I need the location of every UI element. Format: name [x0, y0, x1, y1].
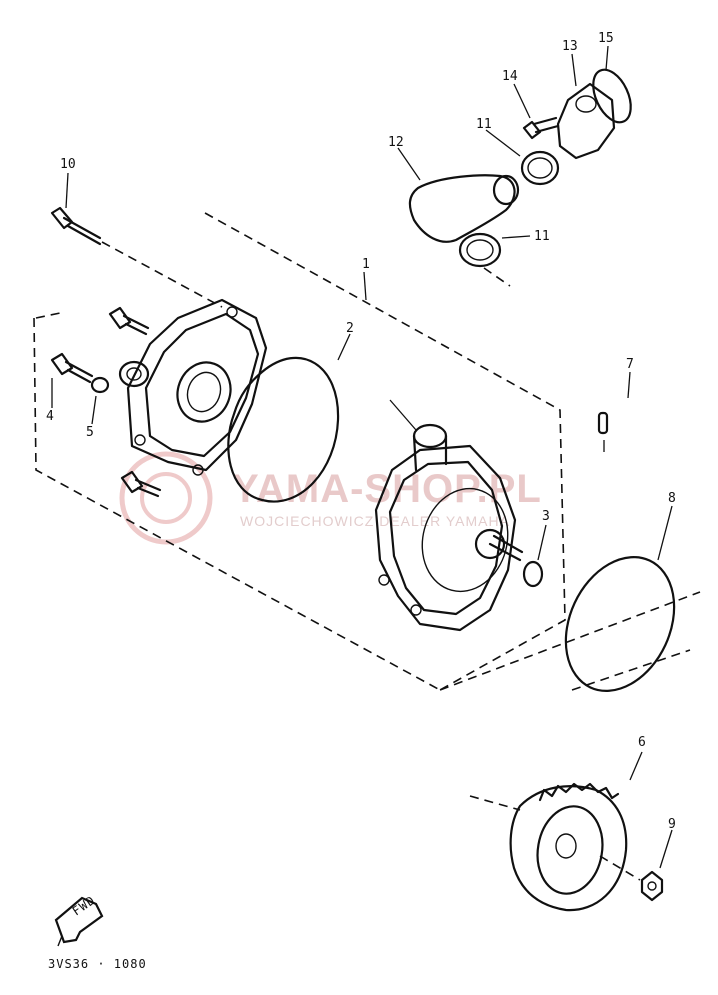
- watermark-logo-inner: [140, 472, 192, 524]
- part-1-pump-cover: [118, 271, 367, 476]
- callout-10: 10: [60, 157, 76, 172]
- callout-labels: 1 2 3 4 5 6 7 8 9 10 11 11 12 13 14 15: [46, 31, 676, 832]
- watermark-main-text: YAMA-SHOP.PL: [232, 467, 542, 511]
- callout-3: 3: [542, 509, 550, 524]
- callout-4: 4: [46, 409, 54, 424]
- part-9-nut: [599, 829, 673, 902]
- callout-1: 1: [362, 257, 370, 272]
- part-2-gasket: [227, 333, 351, 503]
- part-4-bolt: [50, 352, 94, 408]
- part-10-long-bolt: [50, 172, 223, 308]
- callout-8: 8: [668, 491, 676, 506]
- part-12-pipe: [397, 147, 520, 243]
- callout-11-upper: 11: [476, 117, 492, 132]
- assembly-boundary-lines: [33, 212, 701, 811]
- callout-9: 9: [668, 817, 676, 832]
- part-7-pin: [597, 371, 631, 452]
- part-11-clamp-upper: [485, 129, 560, 186]
- callout-6: 6: [638, 735, 646, 750]
- callout-15: 15: [598, 31, 614, 46]
- part-5-washer: [90, 376, 110, 425]
- lower-bolt: [120, 470, 162, 498]
- callout-2: 2: [346, 321, 354, 336]
- callout-11-lower: 11: [534, 229, 550, 244]
- part-1-pump-housing: [374, 399, 524, 632]
- watermark-sub-text: WOJCIECHOWICZ DEALER YAMAHA: [240, 513, 510, 529]
- upper-bolt: [108, 306, 150, 336]
- fwd-direction-arrow: FWD: [54, 893, 104, 947]
- watermark: YAMA-SHOP.PL WOJCIECHOWICZ DEALER YAMAHA: [119, 451, 542, 545]
- callout-7: 7: [626, 357, 634, 372]
- part-8-o-ring: [564, 505, 676, 692]
- watermark-logo: [119, 451, 213, 545]
- figure-code: 3VS36 · 1080: [48, 957, 147, 971]
- callout-5: 5: [86, 425, 94, 440]
- callout-12: 12: [388, 135, 404, 150]
- part-6-impeller-gear: [509, 751, 643, 912]
- part-13-elbow-fitting: [556, 53, 616, 160]
- part-11-clamp-lower: [458, 232, 531, 287]
- part-3-seal: [522, 524, 547, 588]
- part-14-bolt: [513, 83, 560, 140]
- part-15-gasket: [592, 45, 632, 124]
- callout-14: 14: [502, 69, 518, 84]
- callout-13: 13: [562, 39, 578, 54]
